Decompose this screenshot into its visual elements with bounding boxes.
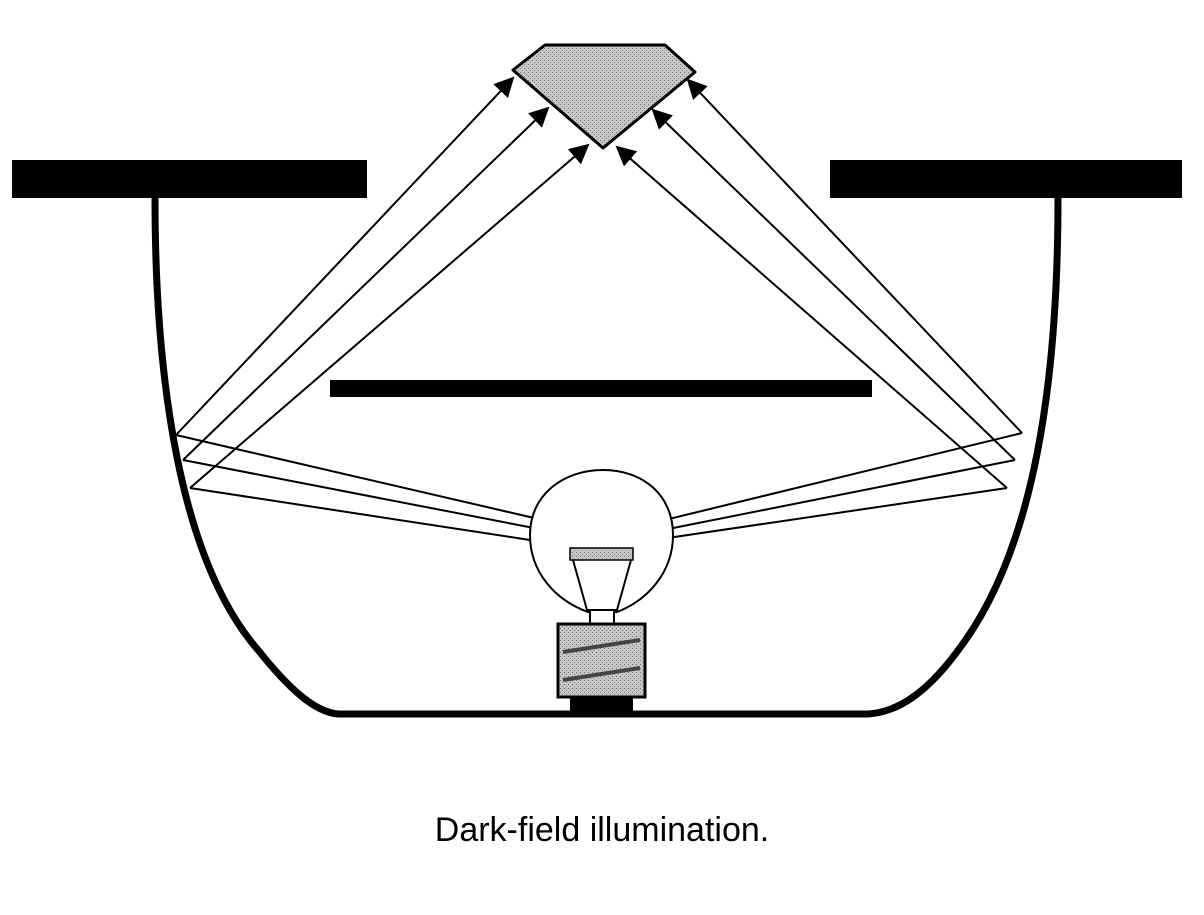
rays-right-wall-to-gem (615, 78, 1023, 489)
rays-bulb-to-left-wall (175, 434, 574, 541)
stage-plate-right (830, 160, 1182, 198)
light-baffle (330, 380, 872, 397)
rays-bulb-to-right-wall (635, 432, 1023, 541)
diagram-caption: Dark-field illumination. (434, 811, 770, 849)
reflector-bowl (151, 197, 1062, 718)
rays-left-wall-to-gem (175, 76, 590, 489)
stage-plate-left (12, 160, 367, 198)
gemstone-icon (511, 43, 697, 150)
light-bulb-icon (528, 468, 675, 711)
